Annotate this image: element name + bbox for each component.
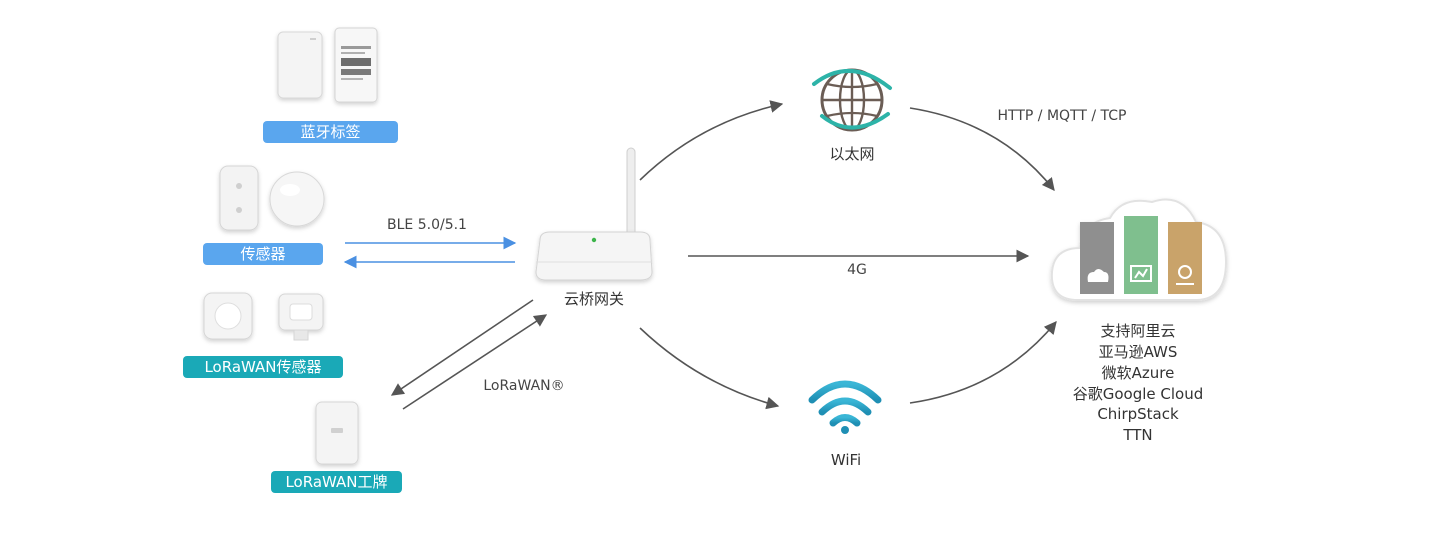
gateway-device xyxy=(535,147,653,281)
sensor-label: 传感器 xyxy=(240,245,285,263)
lorawan-sensor-pill: LoRaWAN传感器 xyxy=(183,356,343,378)
platform-aws: 亚马逊AWS xyxy=(1099,343,1178,361)
ble-link: BLE 5.0/5.1 xyxy=(343,217,517,269)
platform-aliyun: 支持阿里云 xyxy=(1100,322,1175,340)
globe-icon xyxy=(812,68,892,132)
platform-chirpstack: ChirpStack xyxy=(1097,405,1179,423)
lorawan-link: LoRaWAN® xyxy=(390,299,565,410)
wifi-icon xyxy=(808,380,882,434)
bluetooth-tag-pill: 蓝牙标签 xyxy=(263,121,398,143)
wifi-label: WiFi xyxy=(831,451,861,469)
lorawan-badge-label: LoRaWAN工牌 xyxy=(285,473,387,491)
lorawan-badge-device xyxy=(315,401,359,465)
cloud-platform-list: 支持阿里云 亚马逊AWS 微软Azure 谷歌Google Cloud Chir… xyxy=(1073,322,1204,444)
lorawan-sensor-label: LoRaWAN传感器 xyxy=(204,358,321,376)
platform-google-cloud: 谷歌Google Cloud xyxy=(1073,385,1204,403)
lorawan-sensor-devices xyxy=(203,292,324,341)
sensor-devices xyxy=(219,165,325,231)
protocols-label: HTTP / MQTT / TCP xyxy=(998,108,1127,124)
wifi-to-cloud-arrow xyxy=(909,321,1057,404)
sensor-pill: 传感器 xyxy=(203,243,323,265)
ethernet-label: 以太网 xyxy=(829,145,874,163)
platform-ttn: TTN xyxy=(1122,426,1152,444)
lorawan-link-label: LoRaWAN® xyxy=(483,378,564,394)
cloud-platform-icon xyxy=(1050,198,1228,301)
platform-azure: 微软Azure xyxy=(1102,364,1175,382)
gateway-label: 云桥网关 xyxy=(564,290,624,308)
lorawan-badge-pill: LoRaWAN工牌 xyxy=(271,471,402,493)
bluetooth-tag-devices xyxy=(277,27,378,103)
cellular-link-label: 4G xyxy=(847,262,867,278)
gateway-to-wifi-arrow xyxy=(639,327,780,410)
bluetooth-tag-label: 蓝牙标签 xyxy=(300,123,360,141)
ble-link-label: BLE 5.0/5.1 xyxy=(387,217,467,233)
ethernet-to-cloud-arrow xyxy=(909,107,1055,192)
gateway-to-ethernet-arrow xyxy=(639,100,784,181)
